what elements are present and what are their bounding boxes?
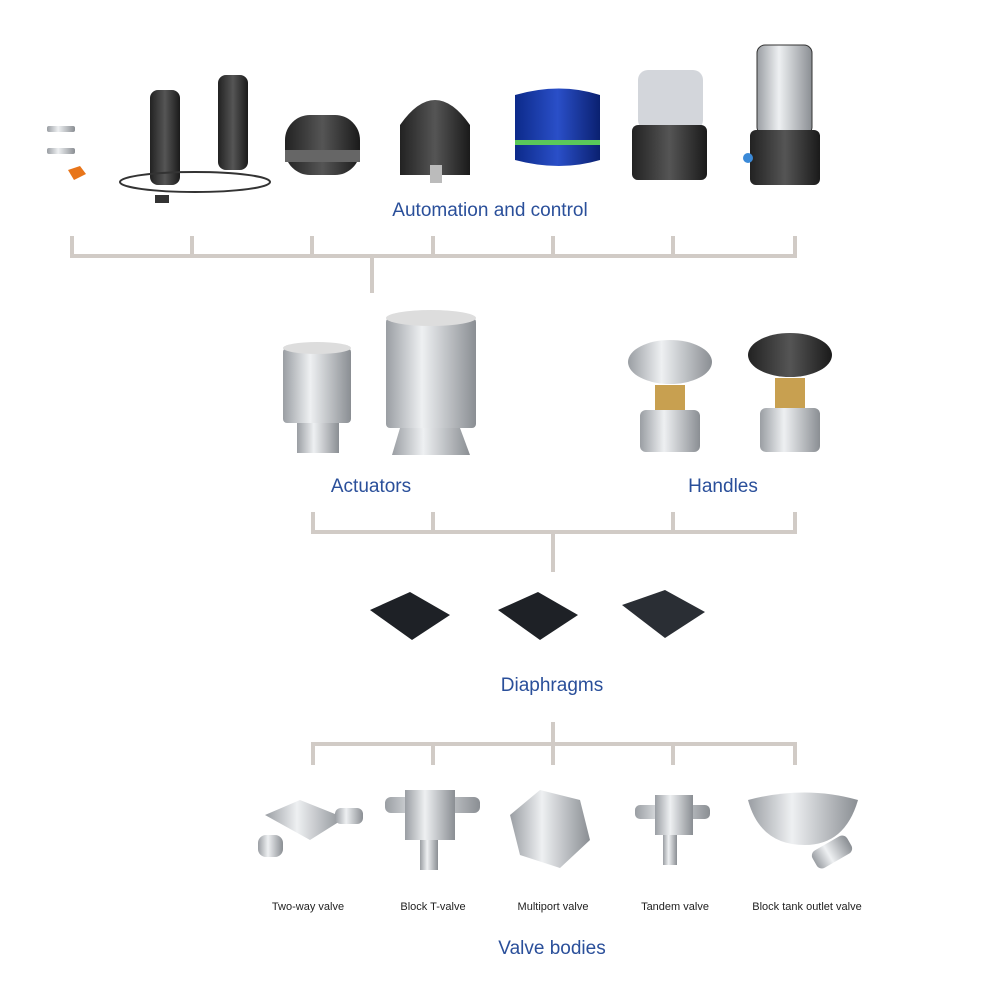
tandem-valve-icon [635, 795, 710, 865]
group-label-automation: Automation and control [392, 200, 588, 221]
valve-label-multiport: Multiport valve [517, 901, 589, 913]
control-top-icon [400, 100, 470, 183]
blue-control-unit-icon [515, 88, 600, 166]
handle-dark-icon [748, 333, 832, 452]
handle-steel-icon [628, 340, 712, 452]
valve-body-bracket [311, 722, 797, 765]
actuator-large-icon [386, 310, 476, 455]
actuator-small-icon [283, 342, 351, 453]
indication-unit-icon [285, 115, 360, 175]
valve-label-block-t: Block T-valve [400, 901, 466, 913]
group-label-diaphragms: Diaphragms [500, 675, 604, 696]
block-tank-outlet-valve-icon [748, 792, 858, 869]
two-way-valve-icon [258, 800, 363, 857]
sensor-icon [47, 126, 86, 180]
valve-label-block-tank-outlet: Block tank outlet valve [752, 901, 862, 913]
group-label-actuators: Actuators [330, 476, 412, 497]
block-t-valve-icon [385, 790, 480, 870]
actuator-handle-bracket [311, 512, 797, 572]
transparent-top-icon [632, 70, 707, 180]
automation-bracket [70, 236, 797, 293]
diaphragm-icon [370, 590, 705, 640]
steel-top-icon [743, 44, 820, 185]
controller-unit-icon [119, 75, 271, 203]
group-label-valve-bodies: Valve bodies [498, 938, 606, 959]
valve-label-two-way: Two-way valve [271, 901, 345, 913]
group-label-handles: Handles [688, 476, 758, 497]
multiport-valve-icon [510, 790, 590, 868]
valve-label-tandem: Tandem valve [641, 901, 709, 913]
